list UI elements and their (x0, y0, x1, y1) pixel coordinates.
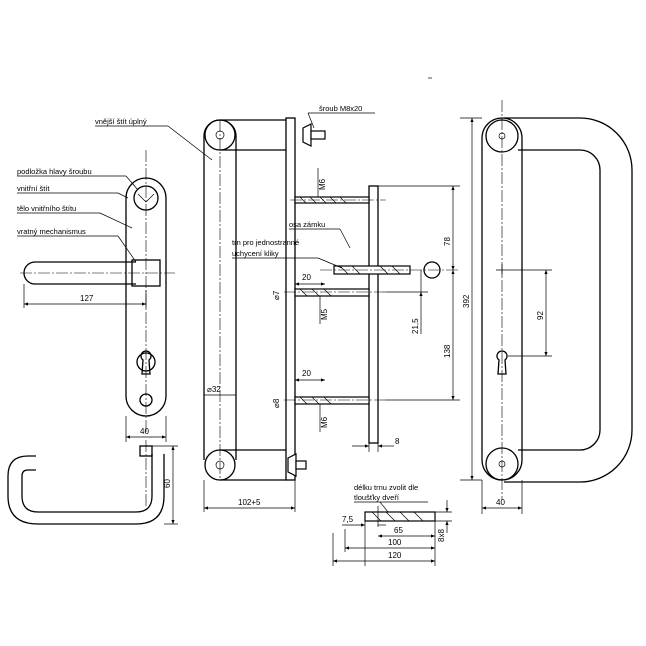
dim-392: 392 (462, 294, 471, 308)
screw-top-shank (310, 130, 326, 140)
spindle (320, 261, 460, 279)
fastener-bottom (284, 396, 386, 405)
spindle-detail-rod (364, 511, 436, 522)
dim-lever-height: 60 (163, 479, 172, 488)
lever-side-outer (21, 454, 153, 513)
dim-bar-diameter: ⌀32 (207, 385, 221, 394)
label-outer-plate: vnější štít úplný (95, 117, 147, 126)
fastener-middle (284, 288, 386, 297)
dim-spindle-120: 120 (388, 551, 402, 560)
dia-8: ⌀8 (272, 398, 281, 408)
dim-lever-length: 127 (80, 294, 94, 303)
screw-top-head (302, 123, 312, 147)
len-20-bottom: 20 (302, 369, 311, 378)
thread-m6-bottom: M6 (320, 416, 329, 428)
dim-138: 138 (443, 344, 452, 358)
lever-side-inner (7, 454, 165, 525)
dim-spindle-8x8: 8x8 (437, 529, 446, 542)
screw-washer-mark (137, 193, 155, 203)
label-inner-plate-body: tělo vnitřního štítu (17, 204, 76, 213)
outer-plate-view: M6 M5 M6 ⌀7 ⌀8 20 20 ⌀32 102+5 8 78 (203, 117, 460, 512)
label-spindle-length-2: tloušťky dveří (354, 493, 400, 502)
label-return-mechanism: vratný mechanismus (17, 227, 86, 236)
label-spindle-1: trn pro jednostranné (232, 238, 299, 247)
outer-plate-outline (285, 117, 296, 481)
dim-pull-width: 40 (496, 498, 505, 507)
label-screw: šroub M8x20 (319, 104, 362, 113)
left-labels: podložka hlavy šroubu vnitřní štít tělo … (17, 167, 139, 263)
pull-handle-outer (504, 117, 633, 483)
screw-bottom-head (287, 453, 297, 477)
dim-spindle-100: 100 (388, 538, 402, 547)
thread-m6-top: M6 (318, 178, 327, 190)
lever-side-view: 60 (7, 440, 178, 525)
thread-m5: M5 (320, 308, 329, 320)
label-lock-axis: osa zámku (289, 220, 325, 229)
len-20-top: 20 (302, 273, 311, 282)
pull-handle-inner (518, 149, 601, 451)
dim-spindle-65: 65 (394, 526, 403, 535)
label-spindle-length-1: délku trnu zvolit dle (354, 483, 418, 492)
inner-plate-section (368, 185, 379, 444)
label-inner-plate: vnitřní štít (17, 184, 50, 193)
pull-keyhole (496, 350, 508, 375)
pull-handle-view: 392 92 40 (460, 100, 633, 514)
inner-plate-view: 127 40 (20, 150, 175, 442)
label-screw-washer: podložka hlavy šroubu (17, 167, 92, 176)
dim-21-5: 21,5 (411, 318, 420, 334)
label-spindle-2: uchycení kliky (232, 249, 279, 258)
pull-bar-bottom-end (204, 449, 236, 481)
pull-bar-bottom-standoff (220, 449, 286, 481)
dim-plate-thickness: 8 (395, 437, 400, 446)
dim-78: 78 (443, 237, 452, 246)
bottom-screw (139, 393, 153, 407)
dim-92: 92 (536, 311, 545, 320)
spindle-detail: délku trnu zvolit dle tloušťky dveří 7,5… (332, 483, 452, 566)
keyhole-escutcheon (136, 352, 156, 372)
keyhole (140, 350, 152, 375)
fastener-top (290, 196, 386, 204)
screw-washer-circle (133, 185, 159, 211)
dim-inner-plate-width: 40 (140, 427, 149, 436)
middle-labels: vnější štít úplný šroub M8x20 osa zámku … (95, 104, 375, 269)
dia-7: ⌀7 (272, 290, 281, 300)
dim-spindle-7-5: 7,5 (342, 515, 354, 524)
pull-bar-top-end (204, 119, 236, 151)
dim-bar-projection: 102+5 (238, 498, 261, 507)
